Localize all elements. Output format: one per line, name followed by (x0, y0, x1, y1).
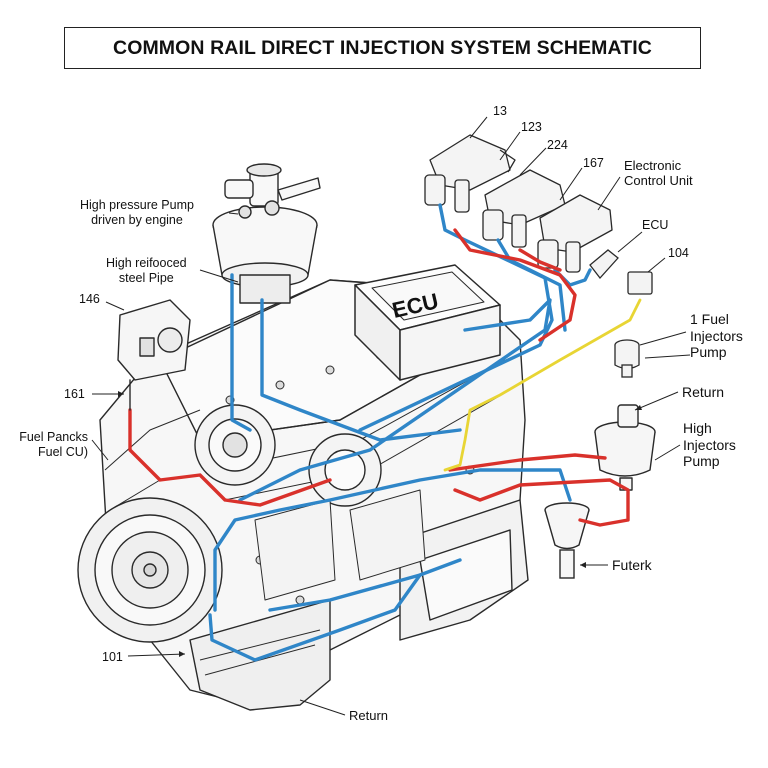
label-high-injectors-pump: High Injectors Pump (683, 420, 736, 470)
ecu-sensor (589, 249, 619, 280)
label-fuel-injectors-pump: 1 Fuel Injectors Pump (690, 311, 743, 361)
label-167: 167 (583, 156, 604, 170)
fuel-injectors-pump (614, 339, 640, 378)
label-return-right: Return (682, 384, 725, 400)
label-ecu-callout: ECU (642, 218, 669, 232)
label-electronic-control-unit: Electronic Control Unit (624, 158, 693, 189)
label-reinforced-pipe: High reifooced steel Pipe (106, 256, 187, 285)
label-fuel-pancks: Fuel Pancks Fuel CU) (19, 430, 88, 459)
callout-arrowheads (118, 391, 642, 657)
label-104: 104 (668, 246, 689, 260)
label-futerk: Futerk (612, 557, 652, 573)
engine-block (77, 279, 529, 711)
callout-leaders (91, 116, 691, 716)
label-high-pressure-pump: High pressure Pump driven by engine (80, 198, 194, 227)
high-injectors-pump (594, 404, 656, 491)
sensor-146 (117, 299, 191, 381)
label-return-bottom: Return (349, 708, 389, 723)
fuel-lines (128, 203, 642, 662)
label-224: 224 (547, 138, 568, 152)
ecu-module (354, 264, 501, 381)
high-pressure-pump (212, 163, 321, 304)
label-13: 13 (493, 104, 507, 118)
label-161: 161 (64, 387, 85, 401)
label-146: 146 (79, 292, 100, 306)
diagram-title: COMMON RAIL DIRECT INJECTION SYSTEM SCHE… (64, 27, 701, 69)
label-101: 101 (102, 650, 123, 664)
label-123: 123 (521, 120, 542, 134)
connector-104 (627, 271, 653, 295)
fuel-filter (544, 502, 590, 579)
injector-group (424, 134, 613, 273)
